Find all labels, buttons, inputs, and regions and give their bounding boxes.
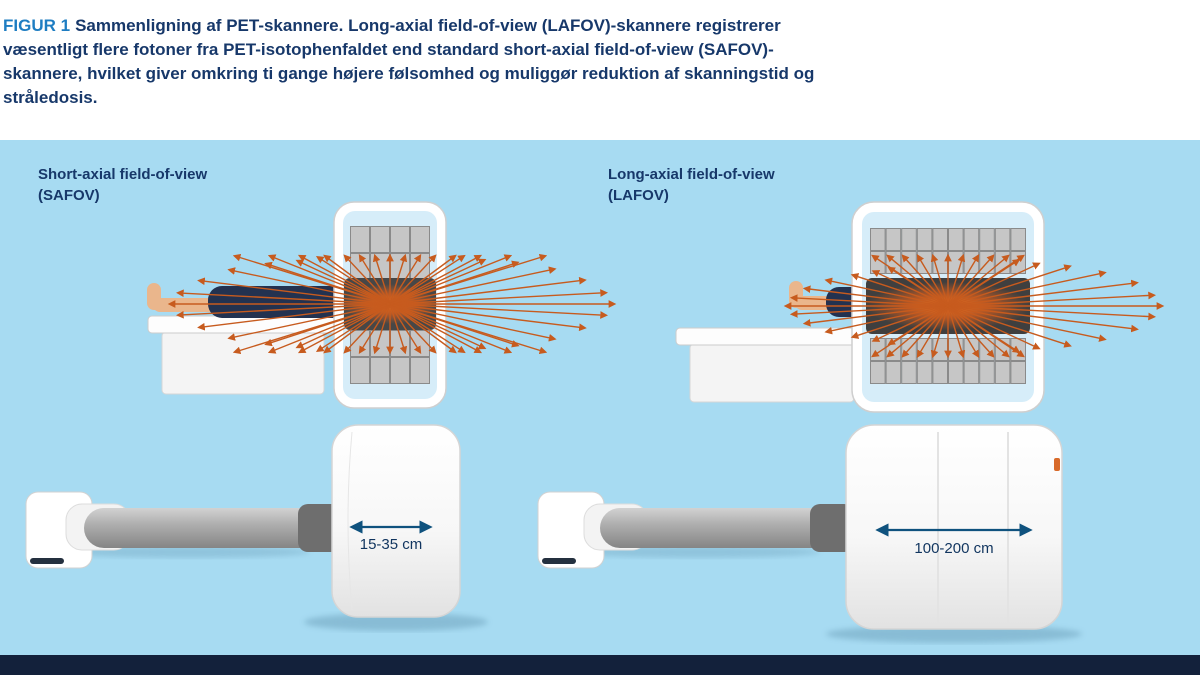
patient-bed	[600, 508, 860, 548]
bed-cap	[298, 504, 342, 552]
figure-canvas: Short-axial field-of-view (SAFOV) Long-a…	[0, 140, 1200, 655]
bed-shadow	[70, 546, 310, 558]
gantry	[845, 424, 1063, 630]
bed-cap	[810, 504, 854, 552]
gantry-logo-mark	[1054, 458, 1060, 471]
bed-cart-base	[542, 558, 576, 564]
safov-cross-section	[147, 201, 617, 409]
photon-arrows	[783, 253, 1165, 359]
scan-table-top	[675, 327, 869, 346]
patient-legs	[153, 298, 217, 312]
scan-table-pedestal	[161, 331, 325, 395]
gantry-shadow	[304, 613, 488, 631]
figure-caption-text: Sammenligning af PET-skannere. Long-axia…	[3, 16, 815, 107]
bed-cart-base	[30, 558, 64, 564]
lafov-scanner-device	[537, 424, 1082, 643]
safov-scanner-device	[25, 424, 488, 631]
safov-title-line2: (SAFOV)	[38, 187, 100, 204]
scan-table-pedestal	[689, 343, 855, 403]
patient-bed	[84, 508, 332, 548]
figure-illustration	[25, 201, 1165, 643]
lafov-cross-section	[675, 201, 1165, 413]
bed-shadow	[580, 546, 820, 558]
figure-label: FIGUR 1	[3, 16, 71, 35]
safov-title-line1: Short-axial field-of-view	[38, 166, 208, 183]
gantry-seam	[347, 431, 353, 611]
photon-arrows	[167, 253, 617, 355]
safov-fov-label: 15-35 cm	[359, 536, 423, 553]
footer-bar	[0, 655, 1200, 675]
lafov-title-line2: (LAFOV)	[608, 187, 669, 204]
lafov-fov-label: 100-200 cm	[914, 540, 994, 557]
lafov-panel-title: Long-axial field-of-view (LAFOV)	[608, 164, 775, 206]
gantry	[331, 424, 461, 618]
safov-panel-title: Short-axial field-of-view (SAFOV)	[38, 164, 207, 206]
lafov-title-line1: Long-axial field-of-view	[608, 166, 775, 183]
